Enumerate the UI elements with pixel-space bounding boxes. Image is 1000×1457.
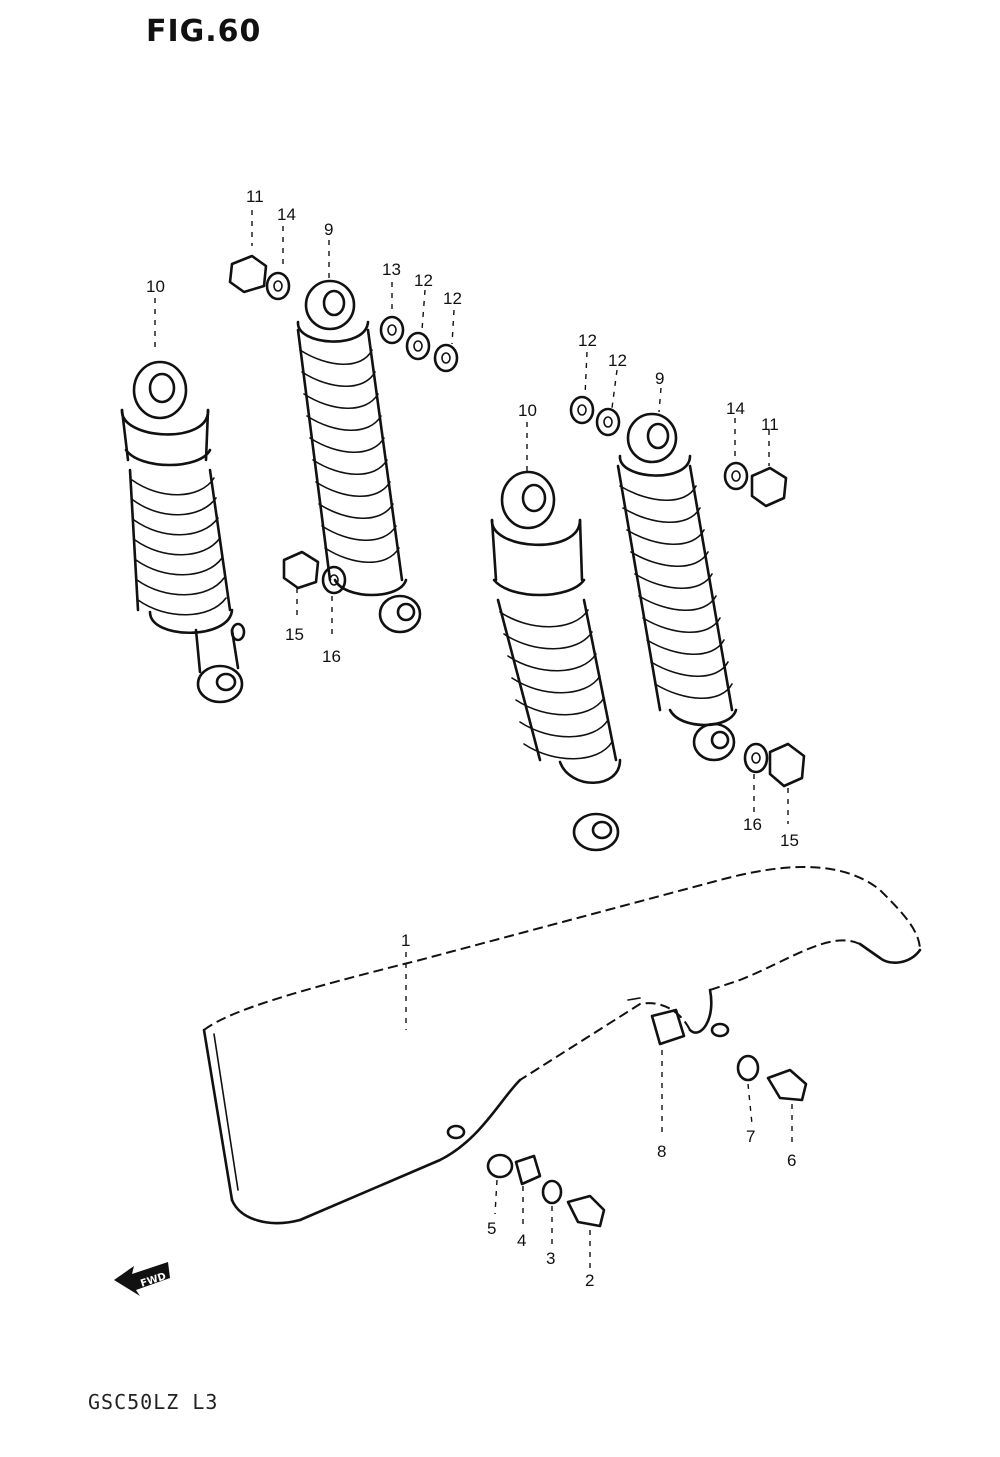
cap-nut-15-left bbox=[282, 550, 320, 590]
callout-12: 12 bbox=[608, 351, 627, 370]
shock-absorber-10-right bbox=[490, 470, 622, 852]
model-code: GSC50LZ L3 bbox=[88, 1390, 219, 1414]
washer-14-right bbox=[723, 461, 749, 491]
callout-12: 12 bbox=[578, 331, 597, 350]
washer-13 bbox=[379, 315, 405, 345]
callout-12: 12 bbox=[414, 271, 433, 290]
shock-absorber-9-right bbox=[616, 412, 738, 762]
fig-title: FIG.60 bbox=[146, 14, 262, 49]
callout-8: 8 bbox=[657, 1142, 666, 1161]
callout-16: 16 bbox=[322, 647, 341, 666]
callout-13: 13 bbox=[382, 260, 401, 279]
cap-nut-15-right bbox=[768, 742, 806, 788]
cushion-5 bbox=[486, 1153, 514, 1179]
hardware-upper-right bbox=[569, 395, 806, 788]
callout-2: 2 bbox=[585, 1271, 594, 1290]
spacer-4 bbox=[514, 1154, 542, 1186]
callout-1: 1 bbox=[401, 931, 410, 950]
cap-nut-11-right bbox=[750, 466, 788, 508]
callout-14: 14 bbox=[726, 399, 745, 418]
nut-8 bbox=[650, 1008, 686, 1046]
callout-6: 6 bbox=[787, 1151, 796, 1170]
hardware-upper-left bbox=[228, 254, 459, 595]
washer-16-left bbox=[321, 565, 347, 595]
washer-12-c bbox=[569, 395, 595, 425]
callout-15: 15 bbox=[780, 831, 799, 850]
callout-9: 9 bbox=[655, 369, 664, 388]
washer-3 bbox=[541, 1179, 563, 1205]
callout-5: 5 bbox=[487, 1219, 496, 1238]
washer-12-b bbox=[433, 343, 459, 373]
callout-16: 16 bbox=[743, 815, 762, 834]
callout-11: 11 bbox=[246, 187, 264, 206]
chain-case-hardware bbox=[486, 1008, 808, 1228]
callout-labels: 11 14 9 10 13 12 12 12 12 9 10 14 11 15 … bbox=[146, 187, 799, 1290]
washer-7 bbox=[736, 1054, 760, 1082]
chain-case-1 bbox=[202, 866, 922, 1225]
callout-15: 15 bbox=[285, 625, 304, 644]
callout-11: 11 bbox=[761, 415, 779, 434]
cap-nut-11-left bbox=[228, 254, 268, 294]
washer-16-right bbox=[743, 742, 769, 774]
washer-14-left bbox=[265, 271, 291, 301]
callout-3: 3 bbox=[546, 1249, 555, 1268]
callout-14: 14 bbox=[277, 205, 296, 224]
bolt-2 bbox=[566, 1194, 606, 1228]
callout-7: 7 bbox=[746, 1127, 755, 1146]
washer-12-a bbox=[405, 331, 431, 361]
callout-10: 10 bbox=[146, 277, 165, 296]
callout-9: 9 bbox=[324, 220, 333, 239]
forward-direction-arrow-icon: FWD bbox=[114, 1262, 170, 1296]
washer-12-d bbox=[595, 407, 621, 437]
shock-absorber-9-left bbox=[296, 279, 422, 634]
callout-10: 10 bbox=[518, 401, 537, 420]
callout-4: 4 bbox=[517, 1231, 526, 1250]
leader-lines bbox=[154, 210, 793, 1268]
shock-absorber-10-left bbox=[120, 360, 246, 704]
callout-12: 12 bbox=[443, 289, 462, 308]
bolt-6 bbox=[766, 1068, 808, 1102]
